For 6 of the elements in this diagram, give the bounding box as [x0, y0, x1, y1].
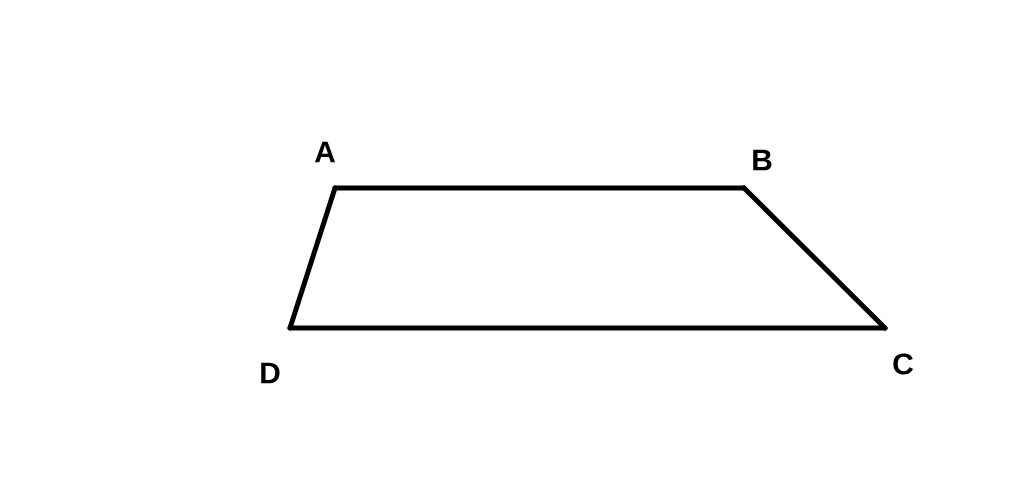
- trapezoid-side: [287, 185, 338, 331]
- trapezoid-side: [741, 185, 888, 331]
- vertex-label: A: [314, 141, 335, 163]
- vertex-label: D: [261, 362, 280, 384]
- vertex-label: C: [893, 353, 913, 375]
- vertex-label: B: [753, 149, 772, 171]
